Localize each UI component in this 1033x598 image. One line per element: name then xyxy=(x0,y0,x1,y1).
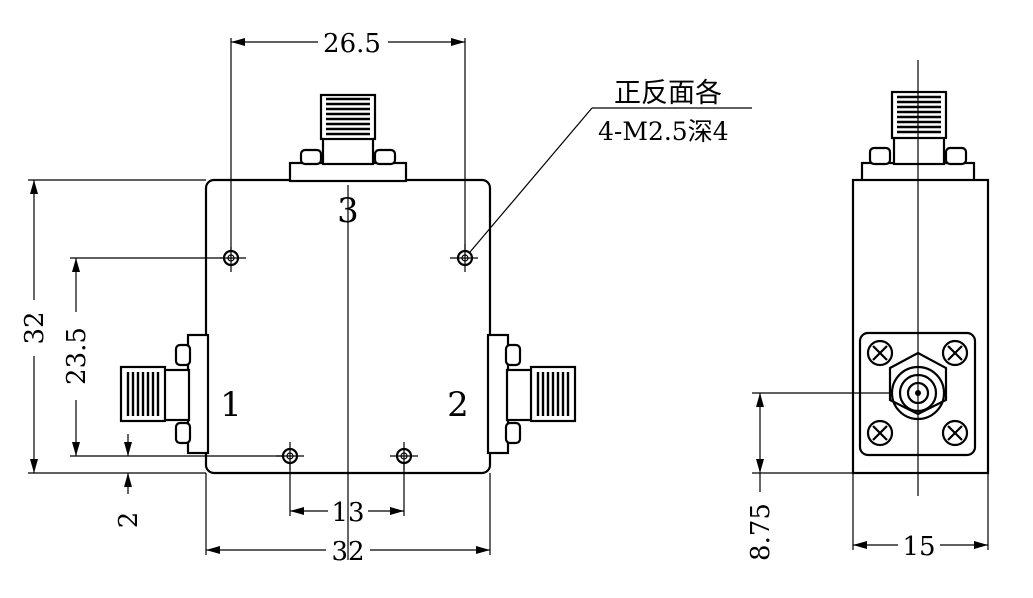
top-connector xyxy=(288,93,408,183)
mounting-hole xyxy=(220,247,246,272)
side-connector-thread xyxy=(897,95,941,134)
hole-callout: 正反面各 4-M2.5深4 xyxy=(469,78,752,253)
dimension-top-width-value: 26.5 xyxy=(323,29,381,59)
dimension-bottom-hole-pitch-value: 13 xyxy=(331,498,364,528)
dimension-left-height-value: 32 xyxy=(20,311,50,344)
dimension-bottom-width-value: 32 xyxy=(331,537,364,567)
dimension-top-width: 26.5 xyxy=(230,29,466,250)
screw-icon xyxy=(941,339,969,367)
screw-icon xyxy=(941,419,969,447)
dimension-left-height: 32 xyxy=(20,179,206,474)
port-3-label: 3 xyxy=(337,191,359,231)
dimension-side-width: 15 xyxy=(852,473,989,562)
dimension-side-connector-height: 8.75 xyxy=(746,392,892,561)
dimension-bottom-width: 32 xyxy=(205,473,491,567)
screw-icon xyxy=(866,339,894,367)
right-connector xyxy=(486,333,577,455)
port-1-label: 1 xyxy=(220,385,242,425)
side-view xyxy=(851,60,990,496)
port-2-label: 2 xyxy=(447,385,469,425)
callout-line-2: 4-M2.5深4 xyxy=(598,117,729,146)
dimension-side-connector-height-value: 8.75 xyxy=(746,503,776,561)
dimension-bottom-hole-pitch: 13 xyxy=(289,464,405,528)
dimension-hole-offset-bottom: 2 xyxy=(114,434,144,528)
dimension-hole-pitch-vertical: 23.5 xyxy=(62,257,282,457)
dimension-side-width-value: 15 xyxy=(902,532,935,562)
top-connector-thread xyxy=(326,97,370,136)
right-connector-thread xyxy=(536,372,570,416)
left-connector xyxy=(119,333,210,455)
dimension-hole-offset-bottom-value: 2 xyxy=(114,512,144,529)
mounting-holes xyxy=(220,244,478,470)
front-view: 3 1 2 xyxy=(119,93,577,560)
screw-icon xyxy=(866,419,894,447)
left-connector-thread xyxy=(126,372,160,416)
callout-line-1: 正反面各 xyxy=(614,78,722,109)
dimension-hole-pitch-vertical-value: 23.5 xyxy=(62,327,92,385)
